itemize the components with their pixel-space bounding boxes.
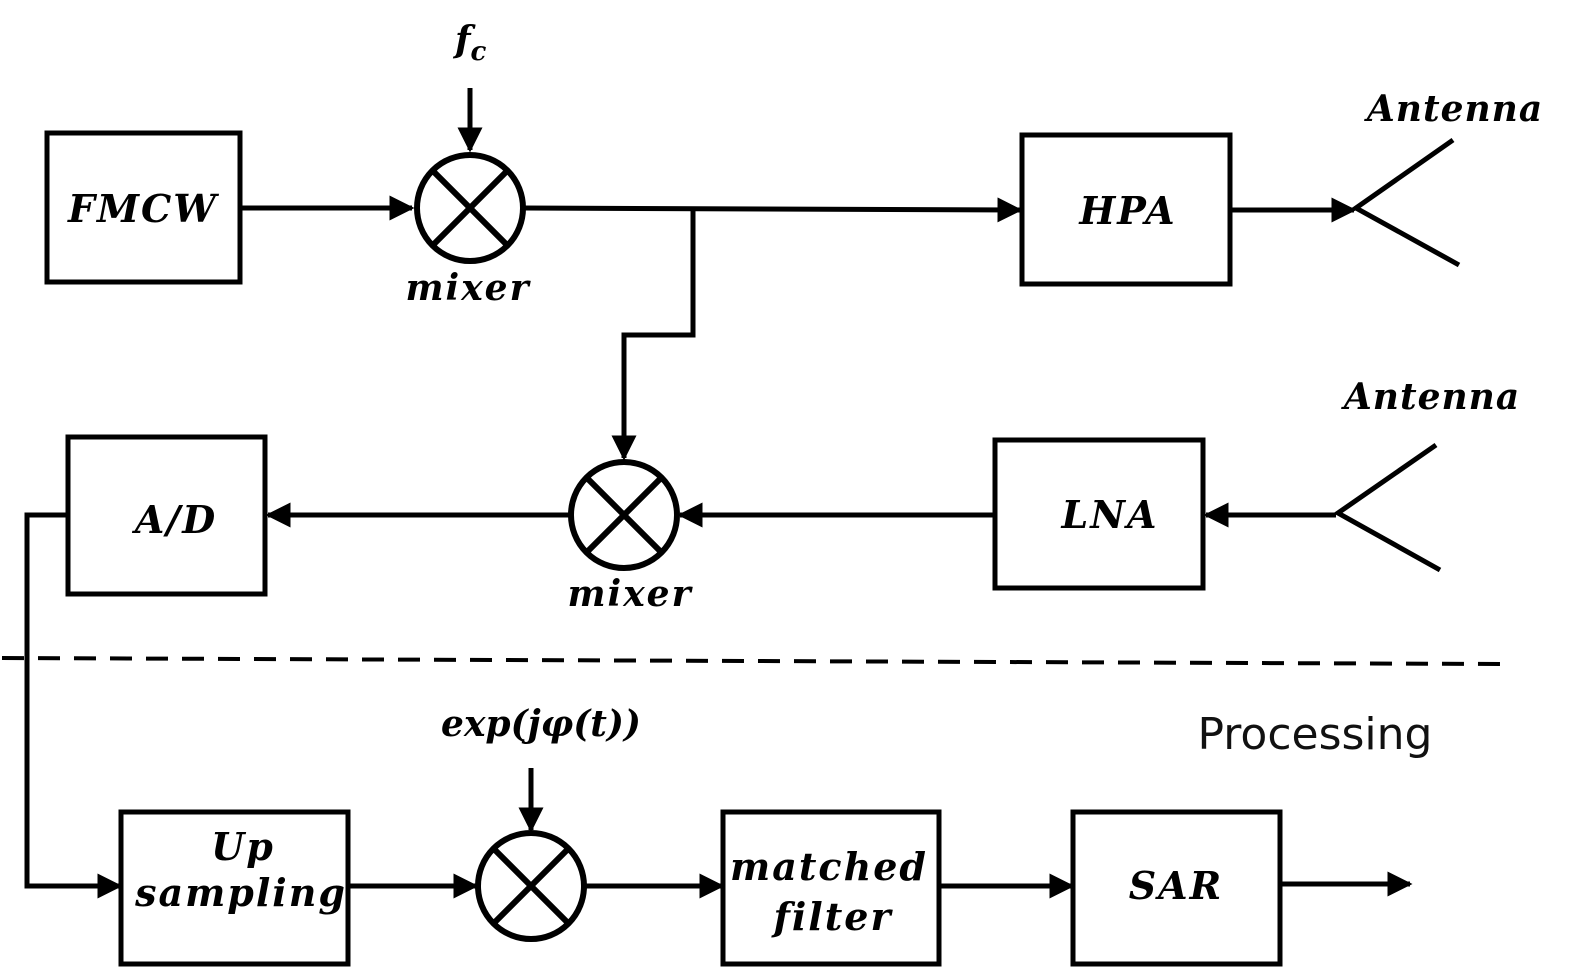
fmcw-label: FMCW — [67, 186, 219, 231]
matched-filter-label-line1: matched — [730, 844, 928, 889]
mixer-to-hpa-wire — [523, 197, 1023, 223]
adc-block — [65, 434, 268, 597]
tx-antenna-label: Antenna — [1364, 88, 1543, 130]
rx-mixer-label: mixer — [567, 573, 693, 615]
adc-label: A/D — [132, 497, 217, 542]
lo-tap-wire — [611, 208, 696, 461]
lna-label: LNA — [1061, 492, 1159, 537]
upsampling-block — [118, 809, 351, 967]
processing-boundary — [1, 656, 1501, 666]
sar-block — [1070, 809, 1283, 967]
upsampling-label-line2: sampling — [134, 870, 347, 915]
hpa-label: HPA — [1078, 188, 1176, 233]
adc-to-upsampling-wire — [24, 512, 123, 899]
rx-antenna-label: Antenna — [1341, 376, 1520, 418]
carrier-subscript: c — [471, 37, 487, 67]
lna-block — [992, 437, 1206, 591]
upsampling-label-line1: Up — [211, 824, 275, 869]
hpa-block — [1019, 132, 1233, 287]
processing-mixer-icon — [475, 830, 587, 942]
fmcw-block — [44, 130, 243, 285]
rx-antenna-icon — [1333, 442, 1442, 573]
matched-filter-label-line2: filter — [771, 894, 894, 939]
tx-mixer-icon — [414, 152, 526, 264]
carrier-label: fc — [452, 19, 487, 67]
tx-antenna-icon — [1351, 137, 1461, 268]
processing-label: Processing — [1198, 709, 1433, 760]
phase-term-label: exp(jφ(t)) — [441, 703, 641, 745]
matched-filter-block — [720, 809, 942, 967]
tx-mixer-label: mixer — [405, 267, 531, 309]
rx-mixer-icon — [568, 459, 680, 571]
sar-label: SAR — [1129, 863, 1224, 908]
